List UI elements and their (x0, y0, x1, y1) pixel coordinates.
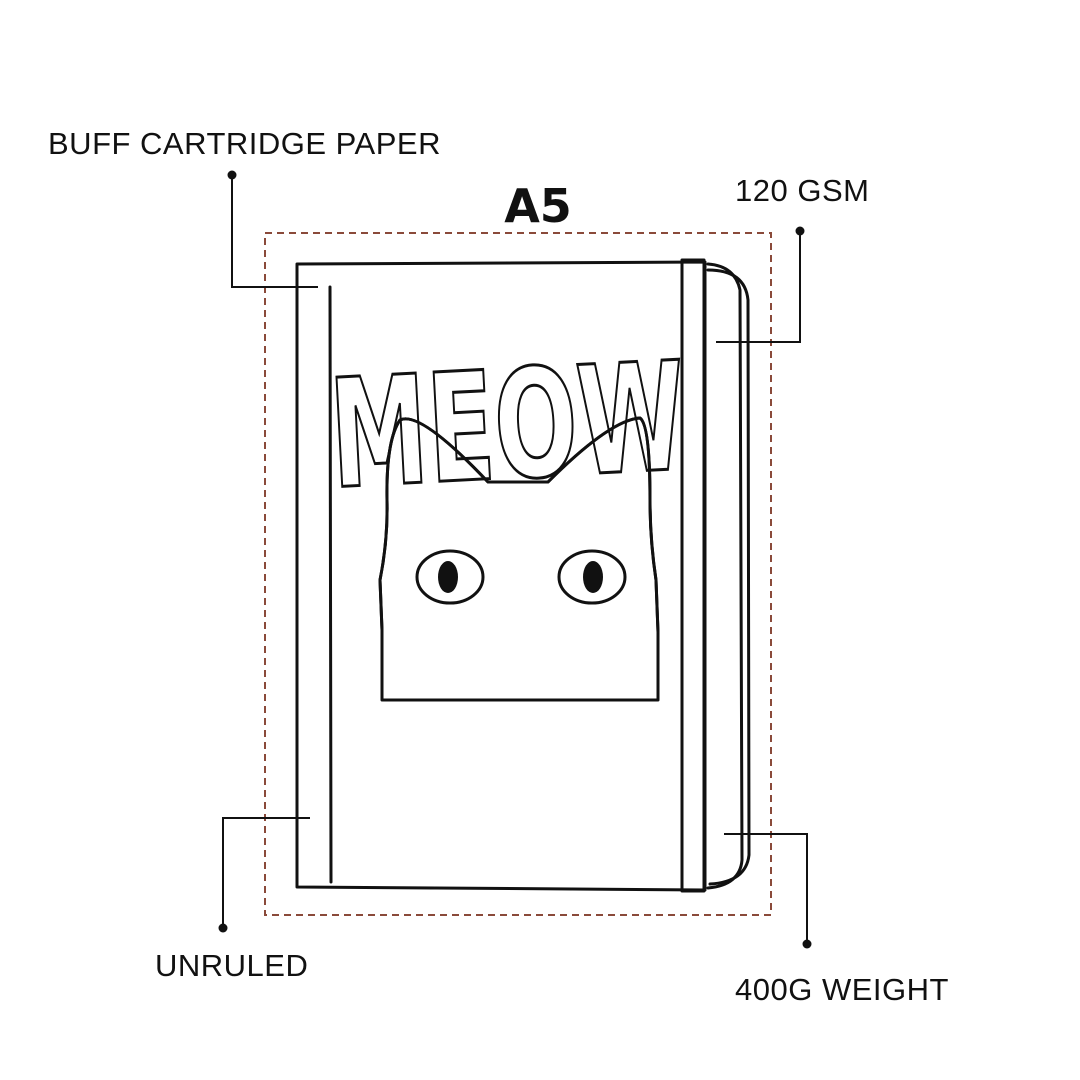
callout-gsm: 120 GSM (716, 173, 869, 343)
weight-label: 400G WEIGHT (735, 972, 949, 1007)
callout-paper: BUFF CARTRIDGE PAPER (48, 126, 441, 288)
size-title: A5 (504, 179, 572, 233)
paper-label: BUFF CARTRIDGE PAPER (48, 126, 441, 161)
gsm-label: 120 GSM (735, 173, 869, 208)
callout-weight: 400G WEIGHT (724, 833, 949, 1007)
a5-size-outline (264, 232, 772, 916)
ruling-label: UNRULED (155, 948, 308, 983)
notebook-illustration: MEOW (295, 258, 751, 893)
left-pupil (438, 561, 458, 593)
cover-lettering: MEOW (326, 330, 690, 522)
elastic-band (680, 258, 706, 893)
right-pupil (583, 561, 603, 593)
callout-ruling: UNRULED (155, 817, 310, 983)
